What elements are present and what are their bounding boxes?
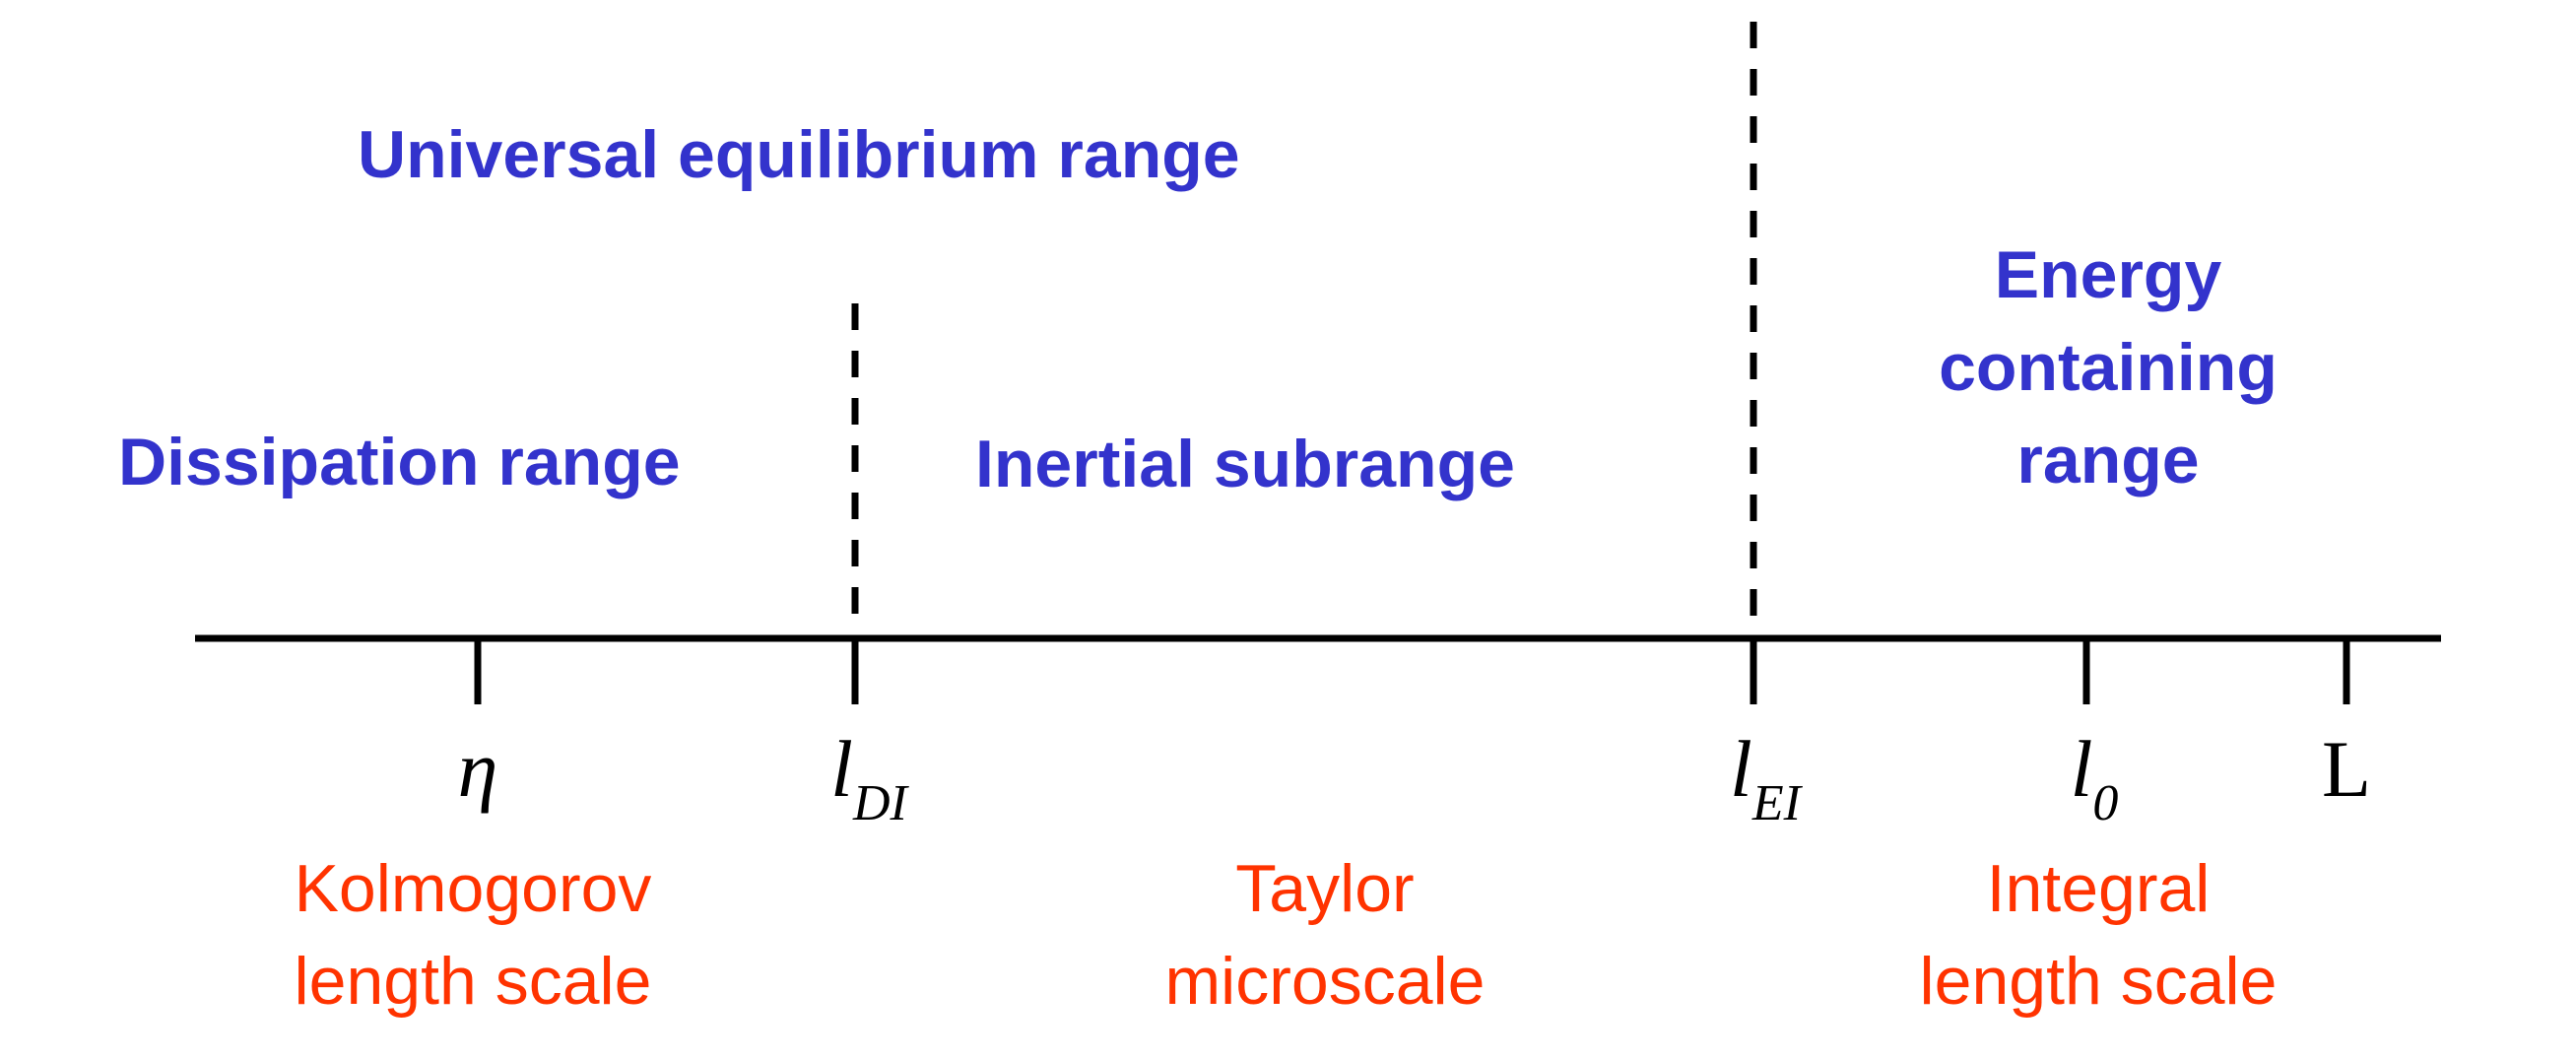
energy-containing-range-line-1: Energy — [1994, 237, 2222, 312]
kolmogorov-line-1: Kolmogorov — [294, 851, 652, 926]
tick-label-big-l-symbol: L — [2321, 724, 2372, 814]
universal-equilibrium-range-label: Universal equilibrium range — [358, 117, 1240, 192]
tick-label-l-0-subscript: 0 — [2092, 775, 2119, 831]
taylor-microscale-label: Taylor microscale — [1029, 842, 1620, 1027]
tick-label-eta: η — [458, 725, 498, 814]
kolmogorov-length-scale-label: Kolmogorov length scale — [177, 842, 768, 1027]
tick-label-l-ei: lEI — [1730, 724, 1801, 832]
integral-line-1: Integral — [1986, 851, 2211, 926]
energy-containing-range-label: Energy containing range — [1872, 229, 2345, 506]
integral-line-2: length scale — [1919, 944, 2278, 1019]
taylor-line-2: microscale — [1164, 944, 1486, 1019]
tick-label-l-di-subscript: DI — [852, 775, 907, 831]
kolmogorov-line-2: length scale — [294, 944, 652, 1019]
tick-label-l-di-symbol: l — [830, 724, 853, 814]
energy-containing-range-line-3: range — [2016, 423, 2200, 497]
dissipation-range-label: Dissipation range — [118, 425, 681, 499]
inertial-subrange-label: Inertial subrange — [975, 427, 1515, 501]
tick-label-l-di: lDI — [830, 724, 907, 832]
tick-label-big-l: L — [2322, 725, 2371, 814]
tick-label-l-ei-subscript: EI — [1751, 775, 1801, 831]
integral-length-scale-label: Integral length scale — [1803, 842, 2394, 1027]
energy-containing-range-line-2: containing — [1939, 330, 2278, 405]
taylor-line-1: Taylor — [1235, 851, 1415, 926]
tick-label-eta-symbol: η — [457, 724, 498, 814]
tick-label-l-0-symbol: l — [2070, 724, 2093, 814]
tick-label-l-ei-symbol: l — [1730, 724, 1752, 814]
tick-label-l-0: l0 — [2070, 724, 2119, 832]
